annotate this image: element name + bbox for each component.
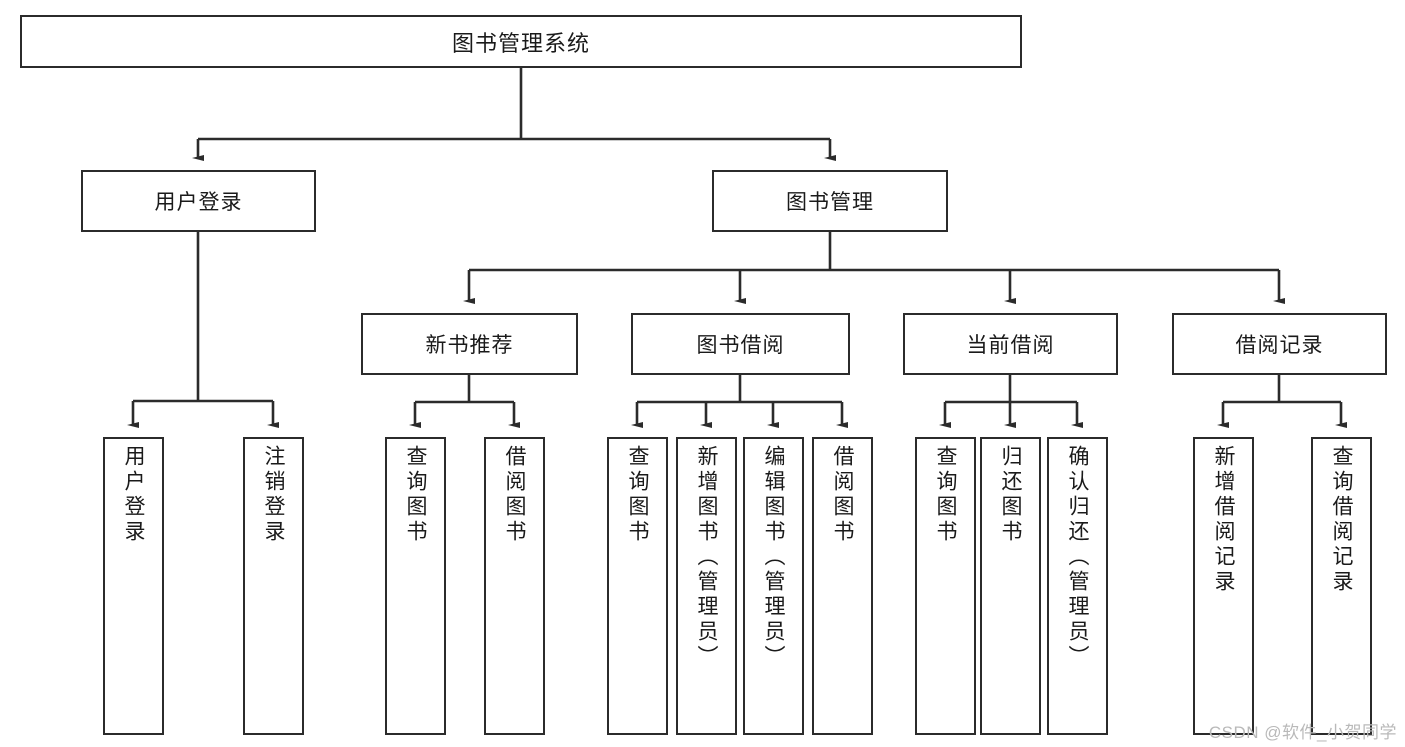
- node-user-login[interactable]: 用户登录: [81, 170, 316, 232]
- node-leaf-borrow-book-1-label: 借阅图书: [503, 445, 526, 545]
- node-leaf-query-book-2[interactable]: 查询图书: [607, 437, 668, 735]
- node-book-management[interactable]: 图书管理: [712, 170, 948, 232]
- node-leaf-query-record[interactable]: 查询借阅记录: [1311, 437, 1372, 735]
- node-leaf-borrow-book-2[interactable]: 借阅图书: [812, 437, 873, 735]
- node-leaf-query-book-3[interactable]: 查询图书: [915, 437, 976, 735]
- node-leaf-user-login-label: 用户登录: [122, 445, 145, 545]
- node-leaf-confirm-return[interactable]: 确认归还（管理员）: [1047, 437, 1108, 735]
- node-book-borrow[interactable]: 图书借阅: [631, 313, 850, 375]
- node-borrow-record[interactable]: 借阅记录: [1172, 313, 1387, 375]
- node-leaf-borrow-book-1[interactable]: 借阅图书: [484, 437, 545, 735]
- node-book-management-label: 图书管理: [786, 191, 874, 214]
- node-leaf-query-record-label: 查询借阅记录: [1330, 445, 1353, 595]
- node-user-login-label: 用户登录: [154, 191, 243, 214]
- node-leaf-logout[interactable]: 注销登录: [243, 437, 304, 735]
- node-current-borrow[interactable]: 当前借阅: [903, 313, 1118, 375]
- node-leaf-add-book[interactable]: 新增图书（管理员）: [676, 437, 737, 735]
- node-root[interactable]: 图书管理系统: [20, 15, 1022, 68]
- node-leaf-confirm-return-label: 确认归还（管理员）: [1066, 445, 1089, 670]
- node-leaf-query-book-1-label: 查询图书: [404, 445, 427, 545]
- node-leaf-query-book-1[interactable]: 查询图书: [385, 437, 446, 735]
- watermark-text: CSDN @软件_小贺同学: [1208, 723, 1397, 742]
- node-current-borrow-label: 当前借阅: [966, 334, 1055, 357]
- node-leaf-user-login[interactable]: 用户登录: [103, 437, 164, 735]
- node-leaf-add-book-label: 新增图书（管理员）: [695, 445, 718, 670]
- node-leaf-query-book-3-label: 查询图书: [934, 445, 957, 545]
- node-leaf-query-book-2-label: 查询图书: [626, 445, 649, 545]
- node-new-book-recommend-label: 新书推荐: [425, 334, 514, 357]
- node-leaf-return-book-label: 归还图书: [999, 445, 1022, 545]
- node-leaf-return-book[interactable]: 归还图书: [980, 437, 1041, 735]
- node-leaf-borrow-book-2-label: 借阅图书: [831, 445, 854, 545]
- node-leaf-add-record-label: 新增借阅记录: [1212, 445, 1235, 595]
- node-leaf-add-record[interactable]: 新增借阅记录: [1193, 437, 1254, 735]
- node-new-book-recommend[interactable]: 新书推荐: [361, 313, 578, 375]
- node-leaf-logout-label: 注销登录: [262, 445, 285, 545]
- node-leaf-edit-book[interactable]: 编辑图书（管理员）: [743, 437, 804, 735]
- node-book-borrow-label: 图书借阅: [696, 334, 785, 357]
- node-root-label: 图书管理系统: [451, 30, 590, 56]
- node-borrow-record-label: 借阅记录: [1235, 334, 1324, 357]
- node-leaf-edit-book-label: 编辑图书（管理员）: [762, 445, 785, 670]
